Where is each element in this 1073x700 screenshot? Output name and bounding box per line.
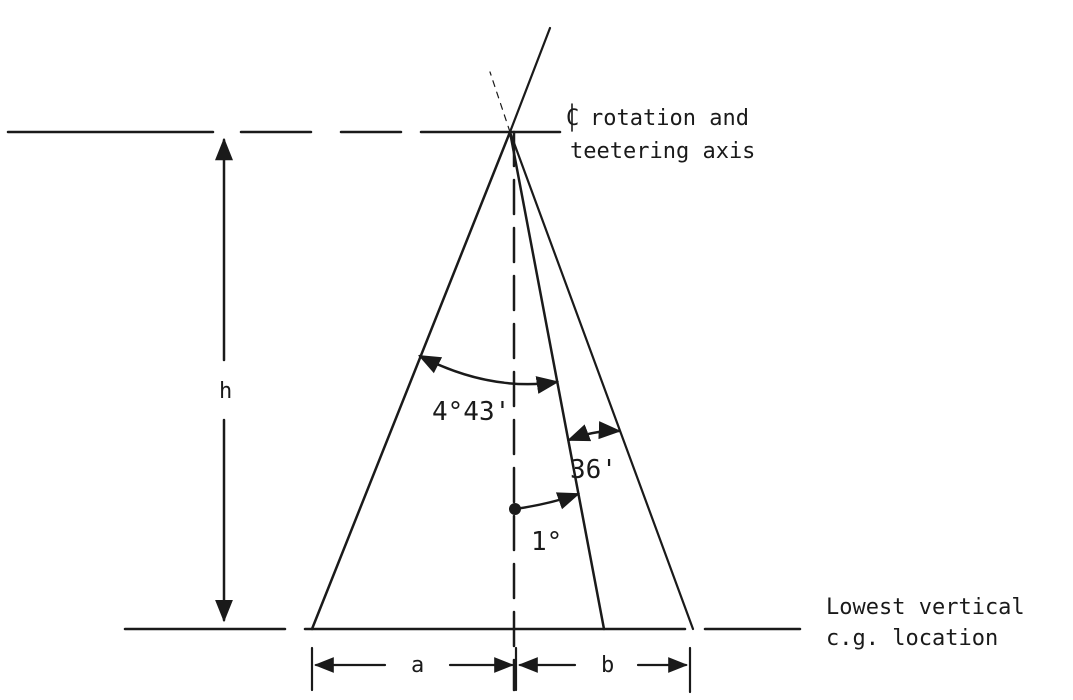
left-leg-line — [310, 130, 512, 631]
dim-b-label: b — [601, 653, 614, 678]
upper-extension-line — [508, 26, 552, 134]
cg-location-label-2: c.g. location — [826, 626, 998, 651]
angle-small-label: 1° — [531, 527, 562, 557]
dim-a-label: a — [411, 653, 424, 678]
upper-extension-faint — [489, 71, 511, 133]
angle-arc-big — [417, 354, 560, 394]
angle-arc-small — [509, 492, 581, 515]
centerline-icon: C — [566, 103, 579, 132]
cg-location-label-1: Lowest vertical — [826, 595, 1025, 620]
angle-big-label: 4°43' — [432, 397, 510, 427]
angle-arc-mid — [566, 421, 622, 442]
angle-mid-label: 36' — [570, 455, 617, 485]
rotation-axis-label: rotation and — [590, 106, 749, 131]
height-label: h — [219, 379, 232, 404]
teetering-axis-label: teetering axis — [570, 139, 755, 164]
right-outer-leg-line — [508, 130, 695, 631]
